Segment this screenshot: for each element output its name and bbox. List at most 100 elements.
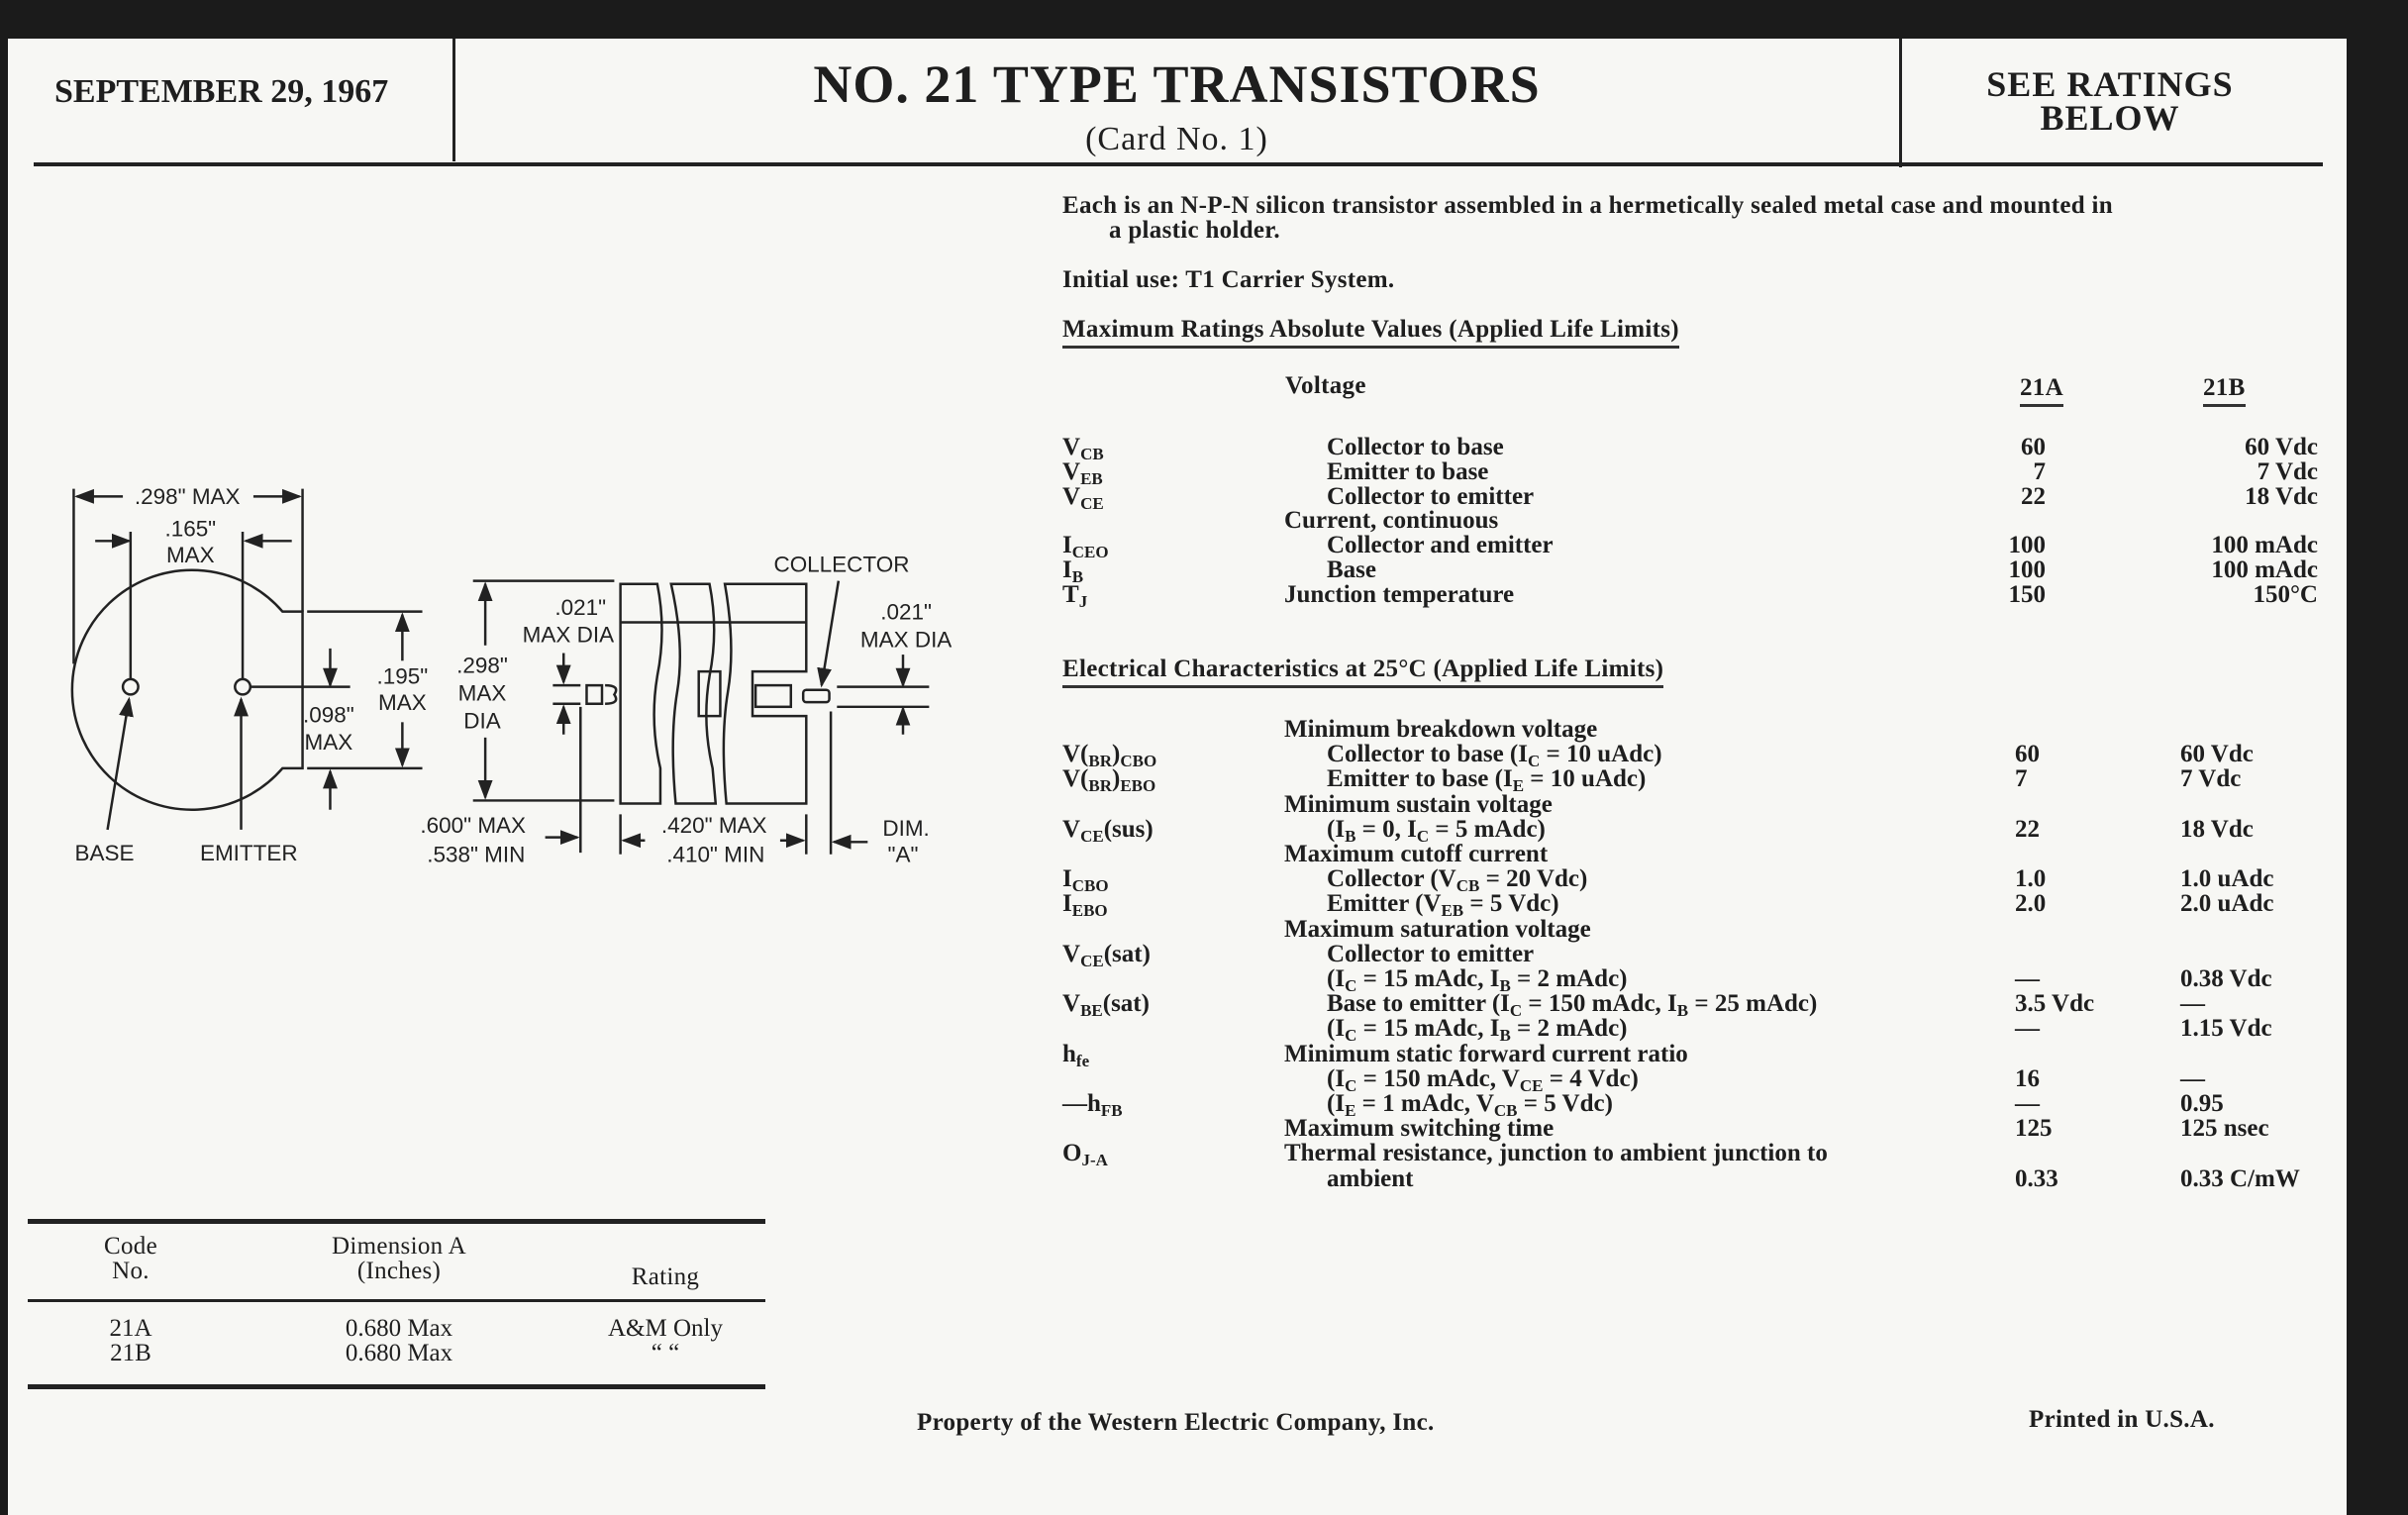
code-header-line1: Code [104,1233,157,1260]
rating: “ “ [651,1340,680,1366]
dim-195: .195" [377,664,429,689]
dim-420-max: .420" MAX [661,813,767,838]
dim-298-dia: .298" [456,654,508,678]
end-view-dimension-lines [72,488,423,831]
code-number: 21A [109,1315,152,1342]
table-row: (IC = 150 mAdc, VCE = 4 Vdc)16— [0,1064,2408,1095]
dim-021-left: .021" [554,595,606,620]
parameter-symbol: V(BR)EBO [1062,765,1156,796]
parameter-description: (IC = 150 mAdc, VCE = 4 Vdc) [1327,1064,1639,1095]
dimension-header-line2: (Inches) [356,1258,442,1284]
card-date: SEPTEMBER 29, 1967 [54,73,389,110]
dim-a-label: DIM. [882,816,929,841]
table-row: Maximum cutoff current [0,841,2408,867]
voltage-label: Voltage [1285,372,1366,399]
data-card [8,39,2347,1515]
value-21a: — [2015,1090,2040,1117]
table-row: (IC = 15 mAdc, IB = 2 mAdc)—1.15 Vdc [0,1015,2408,1044]
parameter-description: Base [1327,556,1376,583]
dim-a-quote: "A" [888,842,919,866]
value-21a: 100 [2008,532,2047,559]
emitter-lead-hole [234,677,252,696]
footer-property: Property of the Western Electric Company… [917,1409,1435,1436]
parameter-symbol: —hFB [1062,1090,1123,1120]
dim-165: .165" [164,517,216,542]
parameter-symbol: VEB [1062,457,1103,488]
base-label: BASE [74,841,134,865]
initial-use: Initial use: T1 Carrier System. [1062,266,1395,293]
parameter-symbol: ICEO [1062,532,1109,562]
parameter-description: Collector to emitter [1327,482,1535,510]
parameter-symbol: IB [1062,556,1084,586]
value-21b: 100 mAdc [2211,532,2318,559]
parameter-description: Current, continuous [1284,507,1499,535]
value-21a: 7 [2033,457,2047,485]
emitter-label: EMITTER [200,841,298,865]
code-header: Code No. [71,1234,190,1283]
value-21b: — [2180,1064,2205,1092]
parameter-description: Collector to emitter [1327,940,1535,967]
dim-298-dia-max: MAX [458,681,507,706]
collector-label: COLLECTOR [773,552,909,576]
value-21a: 22 [2015,815,2040,843]
value-21b: 0.95 [2180,1090,2224,1117]
parameter-symbol: VCB [1062,434,1104,463]
parameter-description: ambient [1327,1164,1414,1192]
parameter-symbol: ICBO [1062,865,1109,896]
parameter-description: (IE = 1 mAdc, VCB = 5 Vdc) [1327,1090,1613,1120]
value-21b: 18 Vdc [2180,815,2254,843]
value-21a: 3.5 Vdc [2015,990,2095,1018]
parameter-description: Collector (VCB = 20 Vdc) [1327,865,1588,896]
table-row: ambient 0.33 0.33 C/mW [0,1164,2408,1192]
table-row: Maximum saturation voltage [0,915,2408,943]
header-divider-left [452,39,455,161]
dim-021-right-max-dia: MAX DIA [860,627,952,652]
parameter-description: Base to emitter (IC = 150 mAdc, IB = 25 … [1327,990,1818,1021]
value-21a: 2.0 [2015,890,2047,918]
parameter-description: Minimum sustain voltage [1284,790,1553,818]
code-table-header-rule [28,1299,765,1302]
parameter-symbol: TJ [1062,580,1088,611]
parameter-description: Junction temperature [1284,580,1515,608]
table-row: Current, continuous [0,507,2408,535]
value-21a: 60 [2015,741,2040,768]
value-21a: 1.0 [2015,865,2047,893]
value-21b: 150°C [2253,580,2318,608]
parameter-description: Thermal resistance, junction to ambient … [1284,1140,1828,1167]
value-21b: 0.33 C/mW [2180,1164,2300,1192]
dimension-a: 0.680 Max [345,1315,453,1342]
dim-538-min: .538" MIN [427,842,525,866]
value-21a: 7 [2015,765,2028,793]
value-21b: 60 Vdc [2180,741,2254,768]
code-header-line2: No. [112,1258,150,1284]
value-21a: — [2015,1015,2040,1043]
column-header-21a: 21A [2020,374,2063,407]
electrical-heading: Electrical Characteristics at 25°C (Appl… [1062,656,1664,688]
parameter-description: (IC = 15 mAdc, IB = 2 mAdc) [1327,965,1628,995]
page-title: NO. 21 TYPE TRANSISTORS [813,54,1541,114]
parameter-description: Collector and emitter [1327,532,1554,559]
description-line2: a plastic holder. [1109,217,1280,244]
parameter-symbol: IEBO [1062,890,1108,921]
see-ratings-line2: BELOW [2040,98,2180,138]
rating: A&M Only [608,1315,723,1342]
dim-195-max: MAX [378,690,427,715]
code-table-top-rule [28,1219,765,1224]
parameter-symbol: VCE(sus) [1062,815,1154,846]
parameter-description: Minimum breakdown voltage [1284,716,1598,743]
footer-printed: Printed in U.S.A. [2029,1406,2215,1433]
parameter-description: Maximum saturation voltage [1284,915,1591,943]
table-row: —hFB (IE = 1 mAdc, VCB = 5 Vdc) — 0.95 [0,1090,2408,1120]
parameter-description: Emitter to base (IE = 10 uAdc) [1327,765,1647,796]
value-21b: 7 Vdc [2180,765,2242,793]
value-21a: 0.33 [2015,1164,2058,1192]
dim-098: .098" [303,702,354,727]
table-row: VBE(sat)Base to emitter (IC = 150 mAdc, … [0,990,2408,1021]
parameter-description: (IB = 0, IC = 5 mAdc) [1327,815,1546,846]
